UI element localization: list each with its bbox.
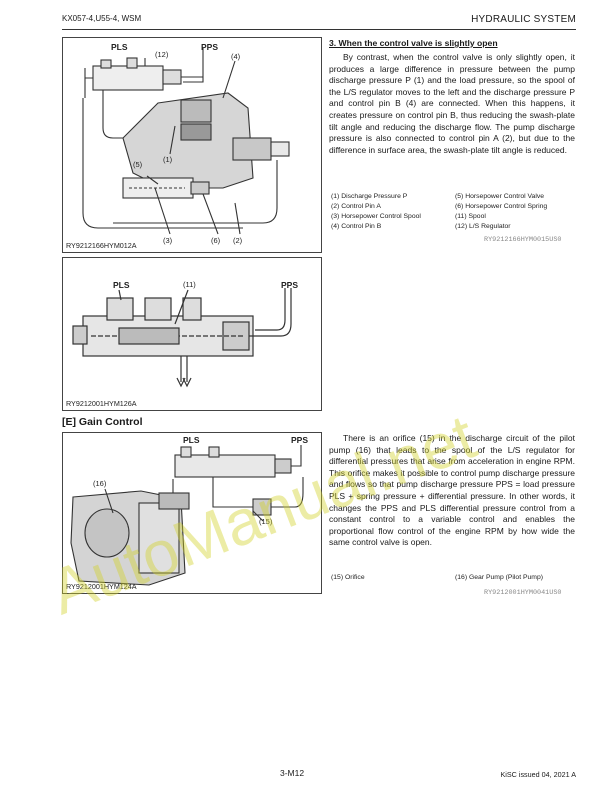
section-e-body: There is an orifice (15) in the discharg…: [329, 433, 575, 548]
figure-1-caption: RY9212166HYM012A: [66, 241, 137, 250]
figure-gain-control: PLS PPS (16) (15): [62, 432, 322, 594]
figure-3-caption: RY9212001HYM124A: [66, 582, 137, 591]
issue-info: KiSC issued 04, 2021 A: [500, 770, 576, 779]
callout-16: (16): [93, 479, 107, 488]
callout-3: (3): [163, 236, 173, 245]
section-3-legend: (1) Discharge Pressure P (5) Horsepower C…: [331, 192, 577, 232]
chapter-header: HYDRAULIC SYSTEM: [471, 14, 576, 25]
page-number: 3-M12: [280, 768, 305, 778]
label-pps: PPS: [281, 280, 299, 290]
legend-item: (5) Horsepower Control Valve: [455, 193, 545, 200]
legend-item: (12) L/S Regulator: [455, 223, 511, 230]
legend-item: (11) Spool: [455, 213, 486, 220]
section-3-title: 3. When the control valve is slightly op…: [329, 38, 498, 48]
section-3-ref-code: RY9212166HYM0015US0: [484, 236, 562, 244]
label-pls: PLS: [113, 280, 130, 290]
callout-12: (12): [155, 50, 169, 59]
callout-11: (11): [183, 280, 196, 289]
section-e-title: [E] Gain Control: [62, 416, 143, 428]
section-e-legend: (15) Orifice (16) Gear Pump (Pilot Pump): [331, 573, 577, 583]
callout-5: (5): [133, 160, 143, 169]
legend-item: (1) Discharge Pressure P: [331, 193, 408, 200]
legend-item: (16) Gear Pump (Pilot Pump): [455, 574, 544, 581]
legend-item: (4) Control Pin B: [331, 223, 382, 230]
legend-item: (3) Horsepower Control Spool: [331, 213, 421, 220]
header-rule: [62, 29, 576, 30]
figure-3-drawing: [70, 445, 304, 586]
legend-item: (2) Control Pin A: [331, 203, 381, 210]
figure-2-drawing: [72, 288, 292, 388]
label-pls: PLS: [111, 42, 128, 52]
figure-1-drawing: [82, 48, 290, 235]
callout-4: (4): [231, 52, 241, 61]
callout-15: (15): [259, 517, 273, 526]
callout-2: (2): [233, 236, 243, 245]
section-3-body: By contrast, when the control valve is o…: [329, 52, 575, 155]
legend-item: (15) Orifice: [331, 574, 365, 581]
figure-2-caption: RY9212001HYM126A: [66, 399, 137, 408]
section-e-ref-code: RY9212001HYM0041US0: [484, 589, 562, 597]
label-pps: PPS: [201, 42, 219, 52]
label-pls: PLS: [183, 435, 200, 445]
callout-6: (6): [211, 236, 221, 245]
callout-1: (1): [163, 155, 173, 164]
doc-model-header: KX057-4,U55-4, WSM: [62, 14, 142, 23]
figure-ls-regulator-section: PLS PPS (11): [62, 257, 322, 411]
legend-item: (6) Horsepower Control Spring: [455, 203, 548, 210]
figure-ls-regulator-slightly-open: PLS PPS (12) (4) (5) (1) (3) (6) (2): [62, 37, 322, 253]
label-pps: PPS: [291, 435, 309, 445]
